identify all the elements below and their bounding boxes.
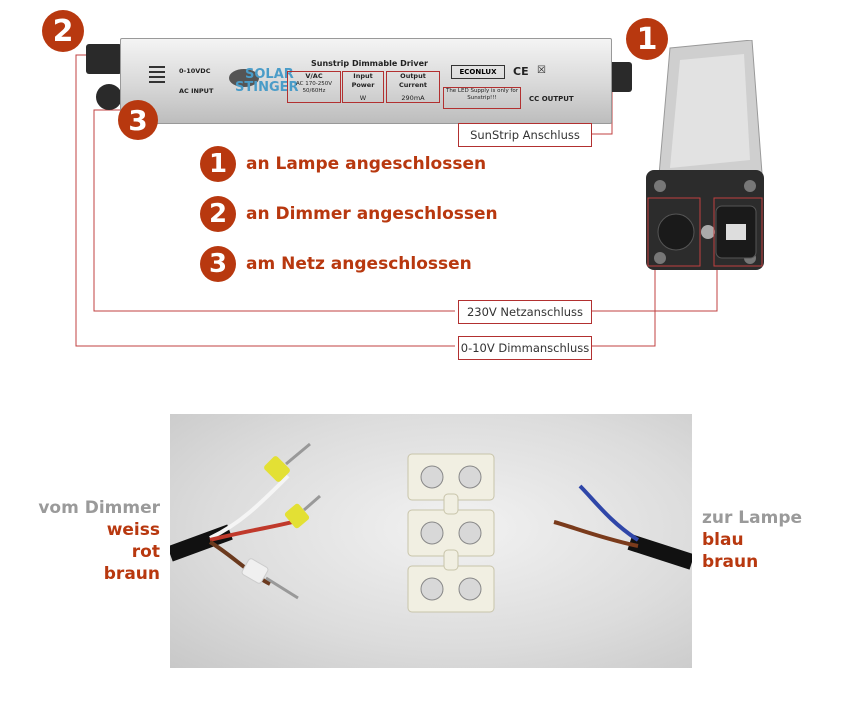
cc-output-label: CC OUTPUT (529, 95, 574, 103)
badge-3: 3 (118, 100, 158, 140)
driver-end-view (640, 39, 765, 276)
driver-title: Sunstrip Dimmable Driver (311, 59, 428, 68)
legend-item-3: 3 am Netz angeschlossen (200, 246, 472, 282)
port-ac-label: AC INPUT (179, 87, 214, 95)
left-color-rot: rot (131, 542, 160, 562)
ac-input-port (96, 84, 122, 110)
stingray-logo-icon (229, 69, 259, 87)
sunstrip-line (590, 80, 613, 135)
weee-icon: ☒ (537, 65, 546, 76)
legend-num-2: 2 (200, 196, 236, 232)
current-label: Output Current (399, 72, 427, 89)
wire-labels-right: zur Lampe blau braun (702, 507, 842, 573)
vac-value: AC 170-250V 50/60Hz (296, 81, 332, 94)
legend-text-1: an Lampe angeschlossen (246, 154, 487, 174)
ce-mark-icon: CE (513, 65, 529, 78)
power-box: Input Power W (342, 71, 384, 103)
wiring-photo (167, 414, 695, 668)
badge-2: 2 (42, 10, 84, 52)
netz-callout: 230V Netzanschluss (458, 300, 592, 324)
port-lines-icon (149, 63, 165, 86)
legend-item-2: 2 an Dimmer angeschlossen (200, 196, 498, 232)
netz-line (93, 109, 455, 312)
port-dim-label: 0-10VDC (179, 67, 211, 75)
dimm-line-right (590, 270, 656, 347)
sunstrip-callout: SunStrip Anschluss (458, 123, 592, 147)
brand-line2: STINGER (235, 80, 299, 95)
legend-num-1: 1 (200, 146, 236, 182)
legend-text-2: an Dimmer angeschlossen (246, 204, 498, 224)
vac-label: V/AC (305, 72, 323, 80)
netz-line-right (590, 270, 718, 312)
power-value: W (359, 94, 367, 102)
legend-text-3: am Netz angeschlossen (246, 254, 472, 274)
note-box: The LED Supply is only for Sunstrip!!! (443, 87, 521, 109)
dimm-callout: 0-10V Dimmanschluss (458, 336, 592, 360)
current-value: 290mA (401, 94, 425, 102)
legend-item-1: 1 an Lampe angeschlossen (200, 146, 486, 182)
right-color-blau: blau (702, 530, 744, 550)
badge-1: 1 (626, 18, 668, 60)
right-heading: zur Lampe (702, 508, 803, 528)
wire-labels-left: vom Dimmer weiss rot braun (10, 497, 160, 585)
legend-num-3: 3 (200, 246, 236, 282)
right-color-braun: braun (702, 552, 759, 572)
driver-unit: Sunstrip Dimmable Driver 0-10VDC AC INPU… (120, 38, 612, 124)
current-box: Output Current 290mA (386, 71, 440, 103)
vac-box: V/AC AC 170-250V 50/60Hz (287, 71, 341, 103)
econlux-label: ECONLUX (451, 65, 505, 79)
dimmer-port (86, 44, 122, 74)
left-heading: vom Dimmer (38, 498, 160, 518)
brand-line1: SOLAR (245, 67, 294, 82)
power-label: Input Power (351, 72, 375, 89)
left-color-braun: braun (103, 564, 160, 584)
left-color-weiss: weiss (106, 520, 160, 540)
